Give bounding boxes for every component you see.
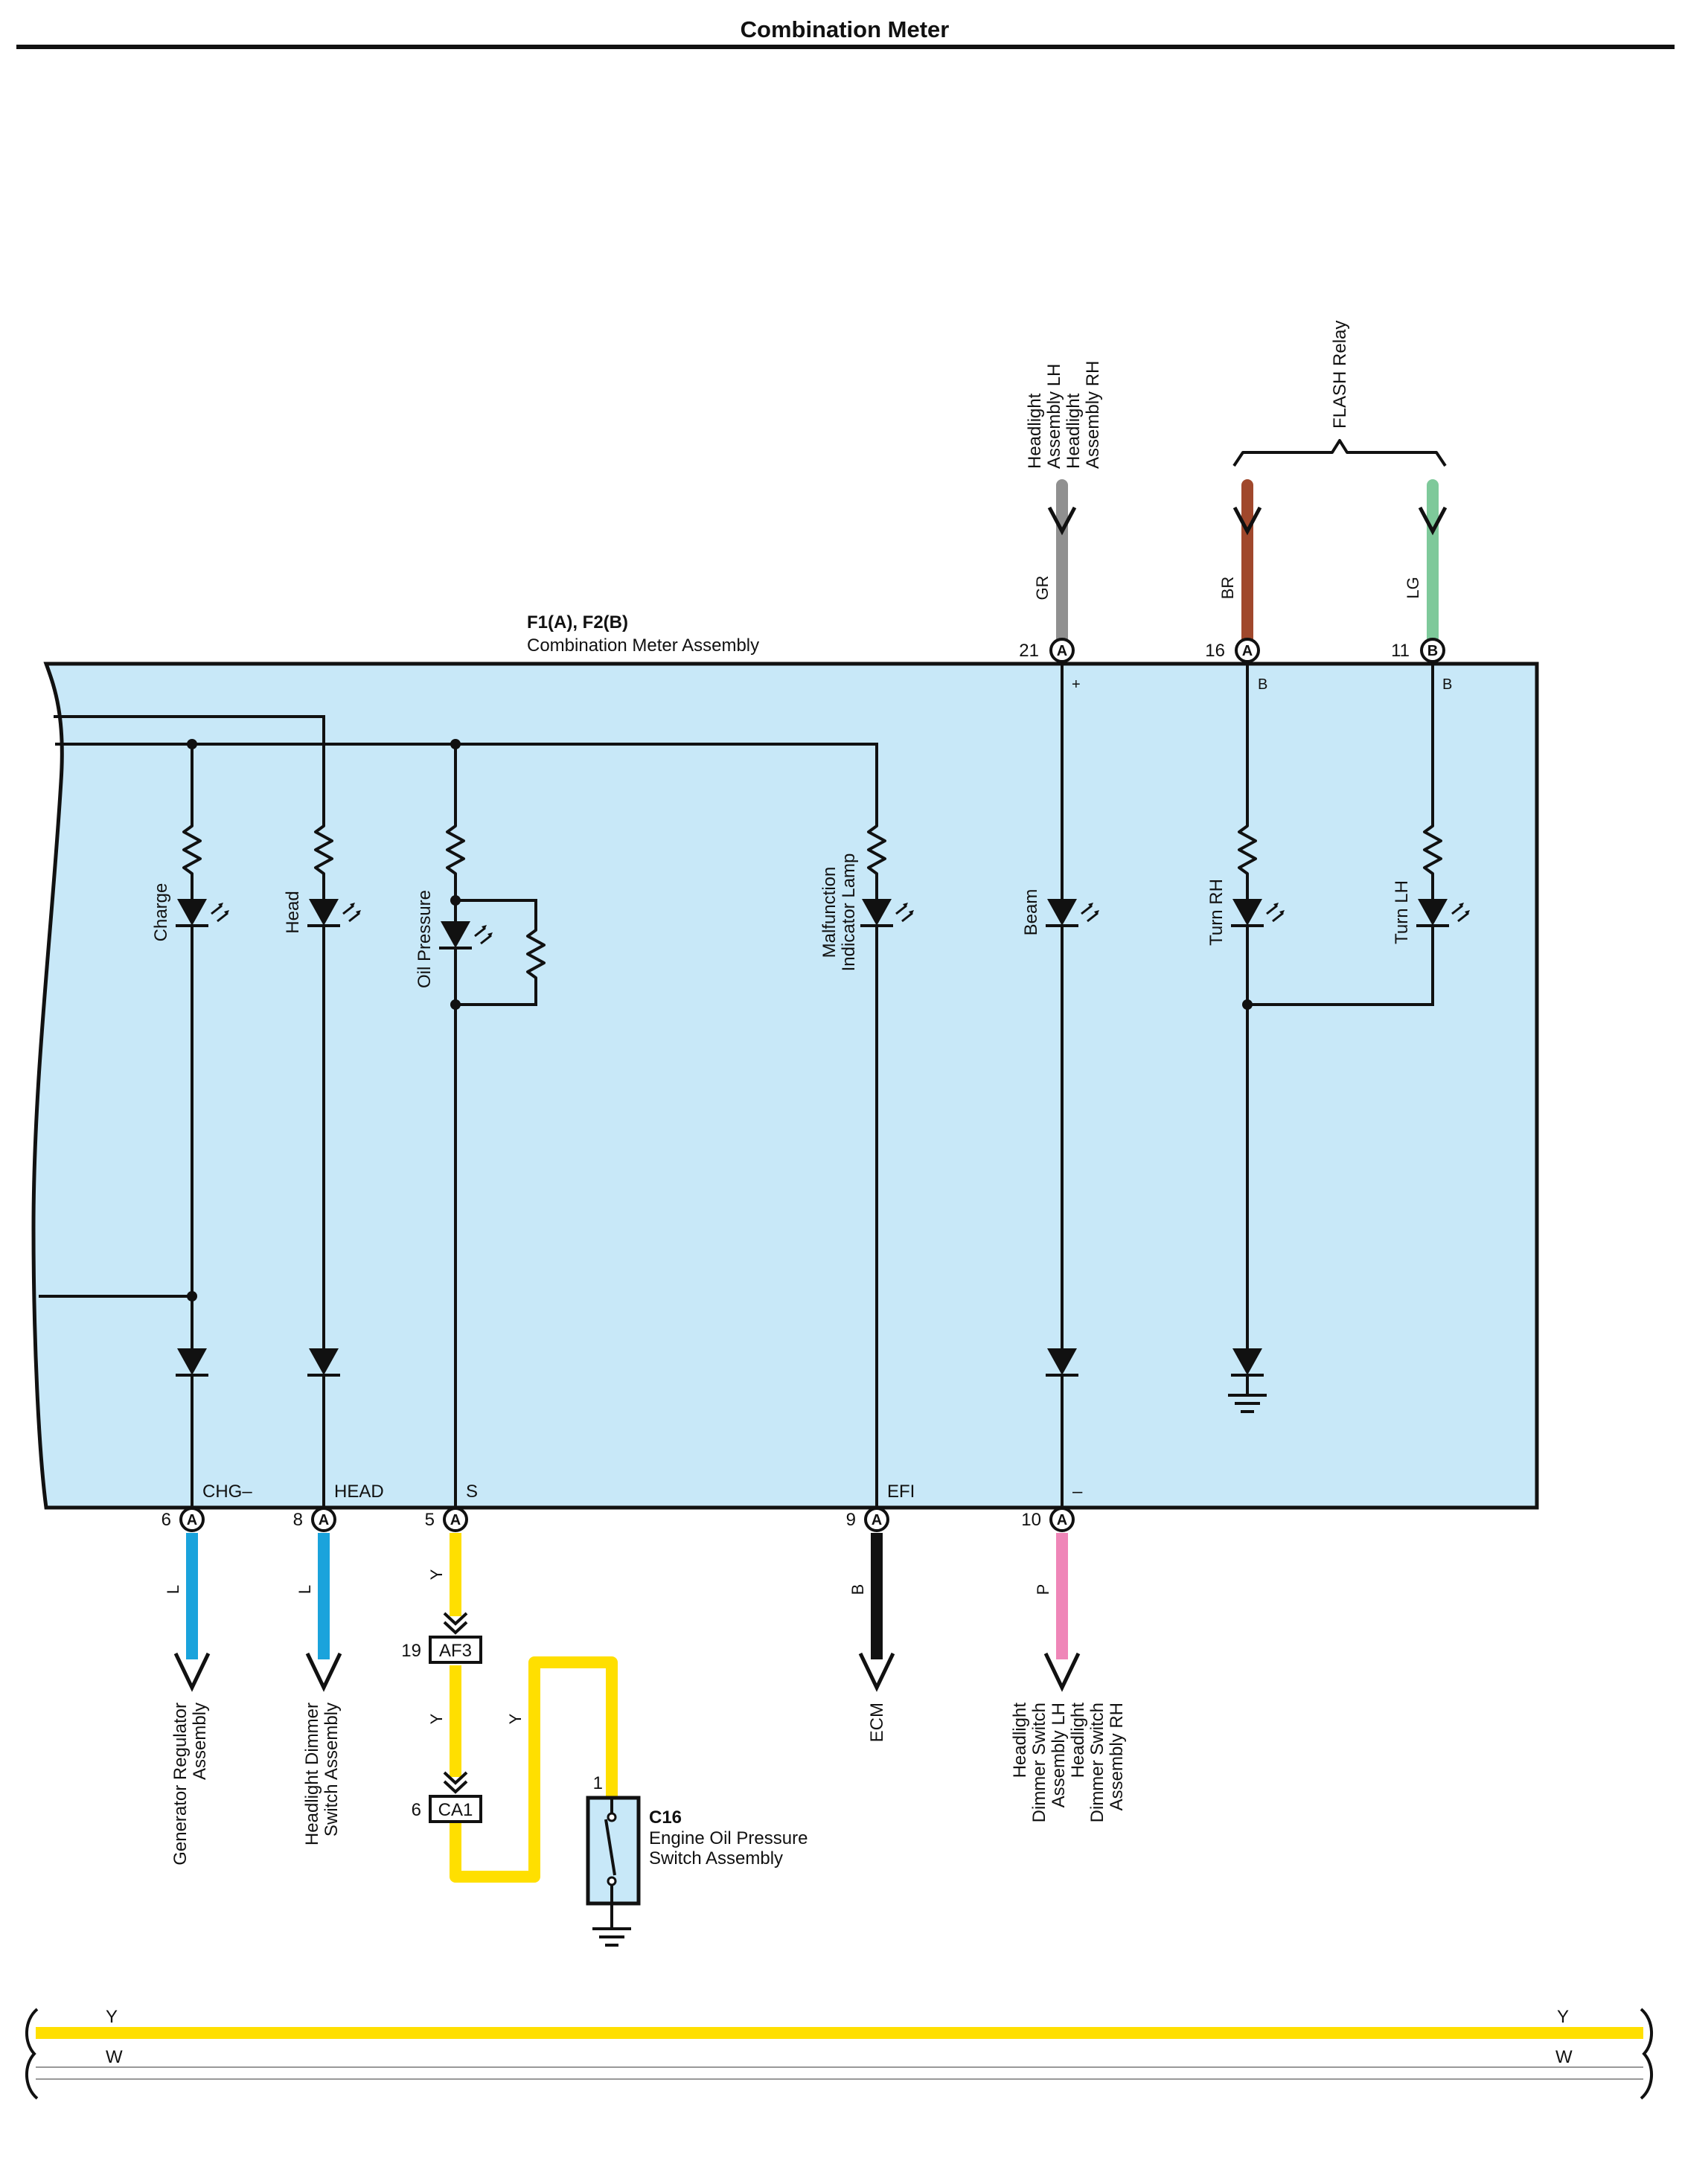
wire-color-gr: GR	[1033, 576, 1052, 601]
svg-text:21: 21	[1019, 641, 1039, 661]
malfunction-circuit: Malfunction Indicator Lamp	[819, 817, 915, 1508]
wire-color-br: BR	[1218, 577, 1237, 600]
lamp-label-turn-rh: Turn RH	[1206, 879, 1227, 946]
svg-text:Y: Y	[1557, 2007, 1569, 2027]
page-title: Combination Meter	[741, 16, 950, 42]
svg-text:S: S	[466, 1482, 478, 1502]
lamp-label-charge: Charge	[151, 883, 171, 942]
wire-color-p: P	[1034, 1584, 1052, 1595]
dest-generator-1: Generator Regulator	[170, 1703, 191, 1866]
lamp-label-malfunction: Malfunction	[819, 867, 840, 958]
oil-pressure-switch: 1 C16 Engine Oil Pressure Switch Assembl…	[586, 1773, 808, 1947]
dest-headlight-6: Assembly RH	[1107, 1703, 1127, 1810]
svg-text:B: B	[1442, 676, 1452, 693]
wire-color-l-1: L	[164, 1585, 182, 1594]
svg-text:1: 1	[593, 1773, 603, 1793]
lamp-label-head: Head	[283, 891, 303, 933]
svg-text:6: 6	[412, 1800, 421, 1820]
connector-af3: AF3	[439, 1641, 472, 1661]
svg-text:8: 8	[293, 1510, 303, 1530]
dest-headlight-1: Headlight	[1010, 1703, 1030, 1778]
connector-ca1: CA1	[438, 1800, 473, 1820]
wire-color-l-2: L	[295, 1585, 314, 1594]
dest-headlight-3: Assembly LH	[1049, 1703, 1069, 1807]
svg-text:A: A	[187, 1512, 197, 1528]
inline-connectors: AF3 19 CA1 6	[401, 1636, 482, 1823]
svg-text:Y: Y	[106, 2007, 118, 2027]
lamp-label-oil-pressure: Oil Pressure	[415, 890, 435, 988]
combination-meter-body	[31, 662, 1539, 1510]
svg-text:W: W	[106, 2047, 123, 2067]
svg-text:–: –	[1072, 1482, 1083, 1502]
switch-name-2: Switch Assembly	[649, 1848, 783, 1868]
lamp-label-malfunction-2: Indicator Lamp	[839, 854, 859, 972]
assembly-name: Combination Meter Assembly	[527, 635, 759, 656]
flash-relay-label: FLASH Relay	[1330, 321, 1350, 429]
svg-text:+: +	[1072, 676, 1081, 693]
svg-text:9: 9	[846, 1510, 856, 1530]
dest-dimmer-1: Headlight Dimmer	[302, 1703, 322, 1845]
wire-color-y-2: Y	[427, 1713, 446, 1724]
headlight-source-3: Headlight	[1064, 393, 1084, 469]
svg-text:W: W	[1555, 2047, 1573, 2067]
charge-circuit: Charge	[151, 739, 231, 1508]
terminal-labels: CHG– HEAD S EFI –	[202, 1482, 1083, 1502]
svg-text:HEAD: HEAD	[334, 1482, 384, 1502]
svg-text:A: A	[1057, 1512, 1067, 1528]
wire-color-b: B	[848, 1584, 867, 1595]
oil-pressure-circuit: Oil Pressure	[415, 739, 546, 1508]
svg-text:6: 6	[162, 1510, 171, 1530]
lamp-label-turn-lh: Turn LH	[1392, 880, 1412, 944]
svg-text:EFI: EFI	[887, 1482, 915, 1502]
dest-ecm: ECM	[867, 1703, 887, 1742]
svg-text:10: 10	[1021, 1510, 1041, 1530]
svg-text:19: 19	[401, 1641, 421, 1661]
switch-name-1: Engine Oil Pressure	[649, 1828, 808, 1848]
lamp-label-beam: Beam	[1021, 889, 1041, 936]
assembly-code: F1(A), F2(B)	[527, 612, 628, 633]
header-rule	[16, 45, 1675, 49]
bottom-wires: L L Y Y Y B P	[164, 1533, 1081, 1883]
dest-generator-2: Assembly	[190, 1703, 210, 1780]
top-wires: GR BR LG Headlight Assembly LH Headlight…	[1025, 321, 1448, 646]
svg-text:B: B	[1427, 643, 1438, 659]
wire-color-y-1: Y	[427, 1569, 446, 1580]
dest-headlight-5: Dimmer Switch	[1087, 1703, 1107, 1822]
headlight-source-2: Assembly LH	[1044, 364, 1064, 469]
svg-text:A: A	[319, 1512, 329, 1528]
dest-headlight-2: Dimmer Switch	[1029, 1703, 1049, 1822]
turn-circuits: Turn RH Turn LH	[1206, 664, 1471, 1413]
switch-code: C16	[649, 1807, 682, 1828]
destinations: Generator Regulator Assembly Headlight D…	[170, 1703, 1127, 1866]
dest-dimmer-2: Switch Assembly	[322, 1703, 342, 1836]
svg-text:A: A	[872, 1512, 882, 1528]
wire-bus: Y Y W W	[25, 2007, 1654, 2100]
top-pins: A 21 + A 16 B B 11 B	[1019, 638, 1452, 693]
svg-text:CHG–: CHG–	[202, 1482, 252, 1502]
headlight-source-4: Assembly RH	[1083, 361, 1103, 469]
wire-color-lg: LG	[1404, 577, 1422, 598]
svg-text:A: A	[1057, 643, 1067, 659]
svg-text:16: 16	[1205, 641, 1225, 661]
svg-text:5: 5	[425, 1510, 435, 1530]
head-circuit: Head	[283, 817, 362, 1508]
wire-color-y-3: Y	[506, 1713, 525, 1724]
headlight-source-1: Headlight	[1025, 393, 1045, 469]
svg-text:11: 11	[1391, 641, 1410, 661]
bottom-pins: A 6 A 8 A 5 A 9 A 10	[162, 1507, 1075, 1532]
dest-headlight-4: Headlight	[1068, 1703, 1088, 1778]
beam-circuit: Beam	[1021, 664, 1101, 1508]
internal-wiring	[39, 715, 878, 1298]
svg-text:A: A	[1242, 643, 1253, 659]
svg-text:A: A	[450, 1512, 461, 1528]
flash-relay-brace	[1232, 439, 1447, 467]
svg-text:B: B	[1258, 676, 1267, 693]
